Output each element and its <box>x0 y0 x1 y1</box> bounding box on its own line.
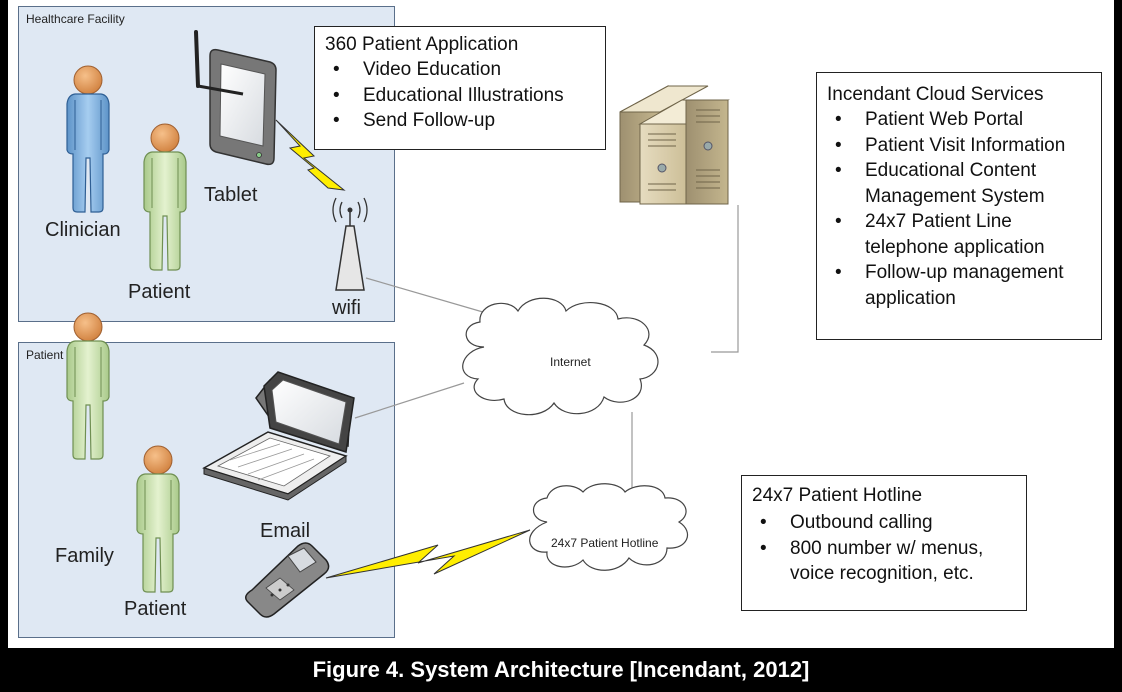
patient-application-item: Educational Illustrations <box>325 83 595 109</box>
patient-application-item: Video Education <box>325 57 595 83</box>
cloud-services-item: Follow-up management application <box>827 260 1091 311</box>
hotline-item: Outbound calling <box>752 510 1016 536</box>
patient-application-title: 360 Patient Application <box>325 34 519 55</box>
cloud-services-item: Patient Visit Information <box>827 133 1091 159</box>
patient-application-list: Video Education Educational Illustration… <box>325 57 595 134</box>
diagram-canvas: Healthcare Facility Patient Home <box>8 0 1114 648</box>
tablet-label: Tablet <box>204 184 258 206</box>
hotline-box: 24x7 Patient Hotline Outbound calling 80… <box>741 475 1027 611</box>
family-label: Family <box>55 545 114 567</box>
diagram-graphics <box>66 30 739 618</box>
wifi-antenna-icon <box>332 197 368 291</box>
tablet-icon <box>194 30 277 166</box>
cell-phone-icon <box>245 542 330 618</box>
patient-facility-label: Patient <box>128 281 191 303</box>
cloud-services-item: 24x7 Patient Line telephone application <box>827 209 1091 260</box>
internet-cloud-icon <box>462 297 659 416</box>
laptop-icon <box>202 371 355 501</box>
tablet-wifi-lightning-icon <box>275 119 346 191</box>
hotline-title: 24x7 Patient Hotline <box>752 485 923 506</box>
cloud-services-item: Educational Content Management System <box>827 158 1091 209</box>
hotline-cloud-label: 24x7 Patient Hotline <box>551 536 659 550</box>
cloud-services-list: Patient Web Portal Patient Visit Informa… <box>827 107 1091 311</box>
hotline-list: Outbound calling 800 number w/ menus, vo… <box>752 510 1016 587</box>
hotline-item: 800 number w/ menus, voice recognition, … <box>752 536 1016 587</box>
cloud-services-title: Incendant Cloud Services <box>827 84 1044 105</box>
hotline-cloud-icon <box>529 483 689 571</box>
patient-home-label: Patient <box>124 598 187 620</box>
clinician-label: Clinician <box>45 219 121 241</box>
patient-home-person-icon <box>136 445 180 593</box>
server-icon <box>619 85 730 205</box>
patient-application-item: Send Follow-up <box>325 108 595 134</box>
phone-hotline-lightning-icon <box>325 529 531 579</box>
wifi-to-internet-line <box>365 277 501 318</box>
family-person-icon <box>66 312 110 460</box>
network-connections <box>354 205 739 492</box>
internet-cloud-label: Internet <box>550 355 591 369</box>
server-to-internet-line <box>711 205 739 353</box>
clinician-person-icon <box>66 65 110 213</box>
healthcare-facility-title: Healthcare Facility <box>26 12 125 26</box>
wifi-label: wifi <box>332 297 361 319</box>
cloud-services-item: Patient Web Portal <box>827 107 1091 133</box>
figure-caption: Figure 4. System Architecture [Incendant… <box>312 657 810 682</box>
cloud-services-box: Incendant Cloud Services Patient Web Por… <box>816 72 1102 340</box>
laptop-to-internet-line <box>354 382 465 419</box>
email-label: Email <box>260 520 311 542</box>
figure-caption-bar: Figure 4. System Architecture [Incendant… <box>0 648 1122 692</box>
patient-facility-person-icon <box>143 123 187 271</box>
patient-application-box: 360 Patient Application Video Education … <box>314 26 606 150</box>
